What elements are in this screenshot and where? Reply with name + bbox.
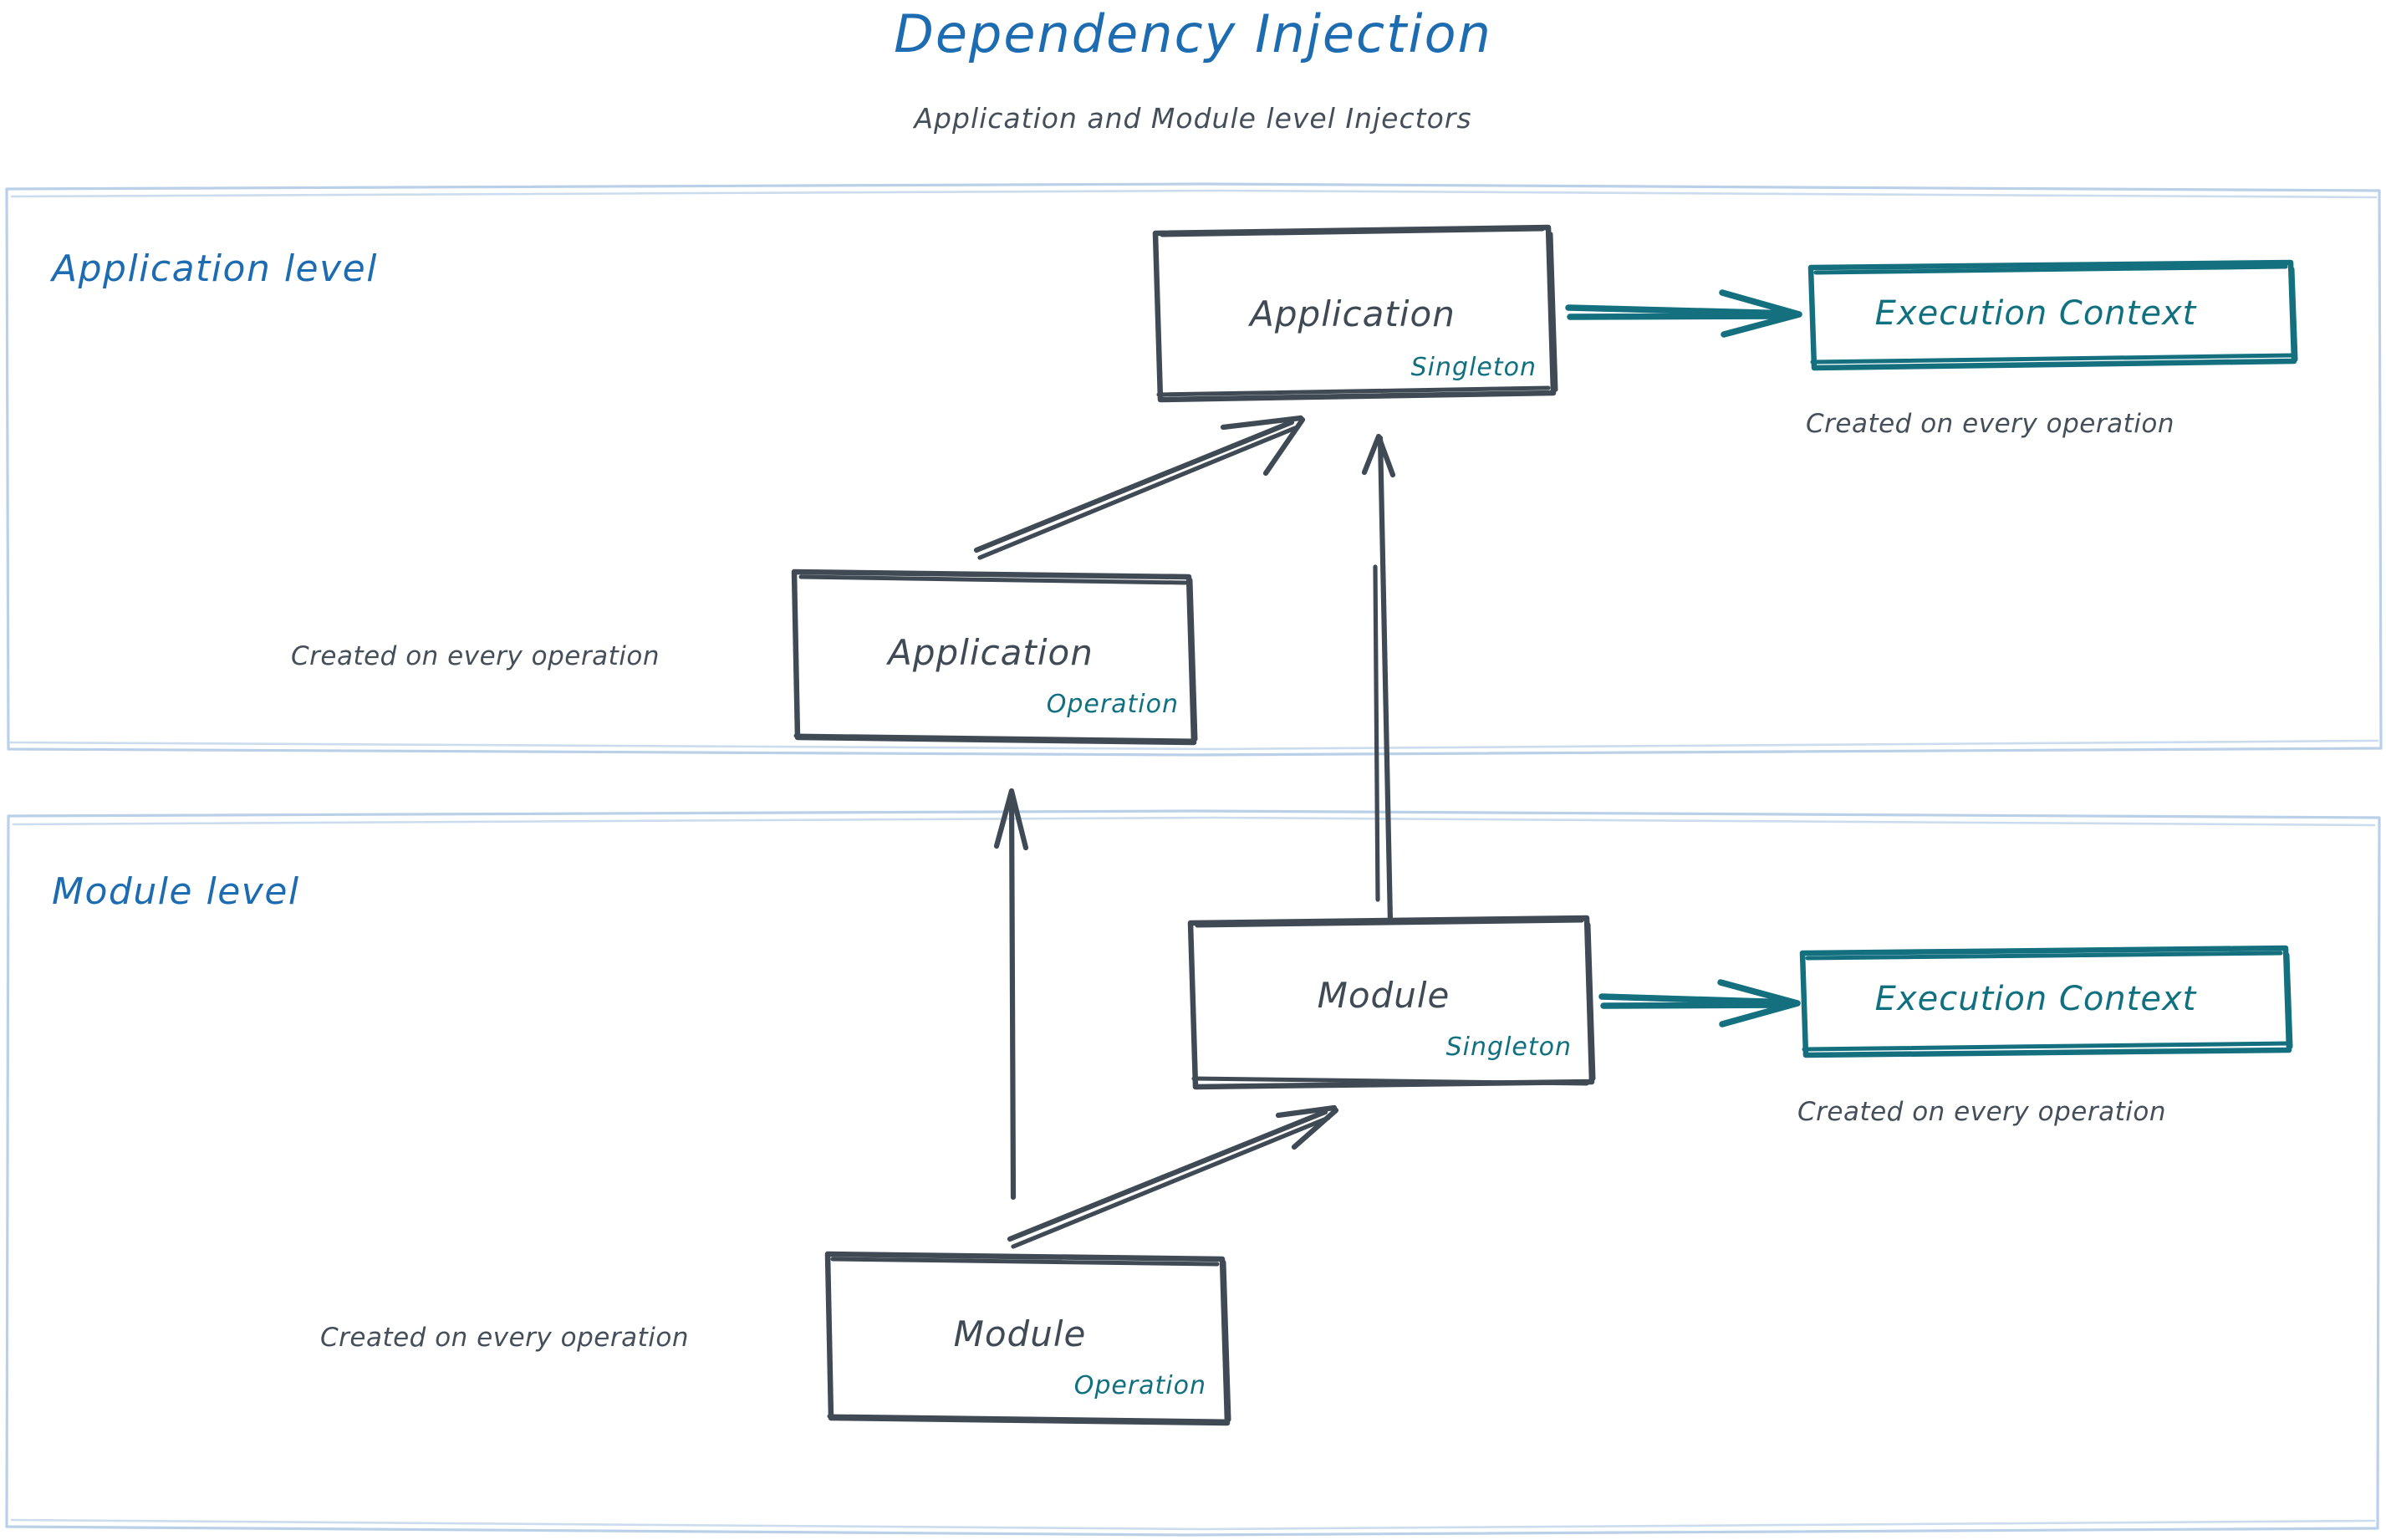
node-application-singleton-label[interactable]: Application [1250,293,1456,334]
edge-module-singleton-to-execution-context [1598,979,1801,1028]
caption-application-operation: Created on every operation [291,641,660,671]
caption-module-operation: Created on every operation [320,1323,689,1353]
lane-title-module-level: Module level [52,870,300,913]
node-execution-context-application-label[interactable]: Execution Context [1874,294,2197,333]
node-module-singleton-label[interactable]: Module [1317,975,1450,1016]
node-execution-context-module-label[interactable]: Execution Context [1874,980,2197,1018]
edge-module-operation-to-application-operation [993,788,1029,1201]
page-title: Dependency Injection [894,3,1492,64]
node-application-singleton-scope: Singleton [1410,353,1537,382]
lane-module-level-border [5,809,2381,1537]
node-application-operation-label[interactable]: Application [888,632,1094,673]
node-module-singleton-scope: Singleton [1445,1033,1572,1062]
edge-app-operation-to-app-singleton [973,415,1306,560]
node-module-operation-scope: Operation [1073,1371,1206,1400]
lane-title-application-level: Application level [52,247,378,290]
caption-execution-context-application: Created on every operation [1806,409,2174,439]
node-module-operation-label[interactable]: Module [953,1313,1087,1354]
edge-module-singleton-to-application-singleton [1361,433,1396,926]
edge-app-singleton-to-execution-context [1565,289,1802,338]
caption-execution-context-module: Created on every operation [1797,1097,2166,1127]
edge-module-operation-to-module-singleton [1007,1104,1339,1249]
node-application-operation-scope: Operation [1046,690,1179,719]
page-subtitle: Application and Module level Injectors [914,102,1472,135]
